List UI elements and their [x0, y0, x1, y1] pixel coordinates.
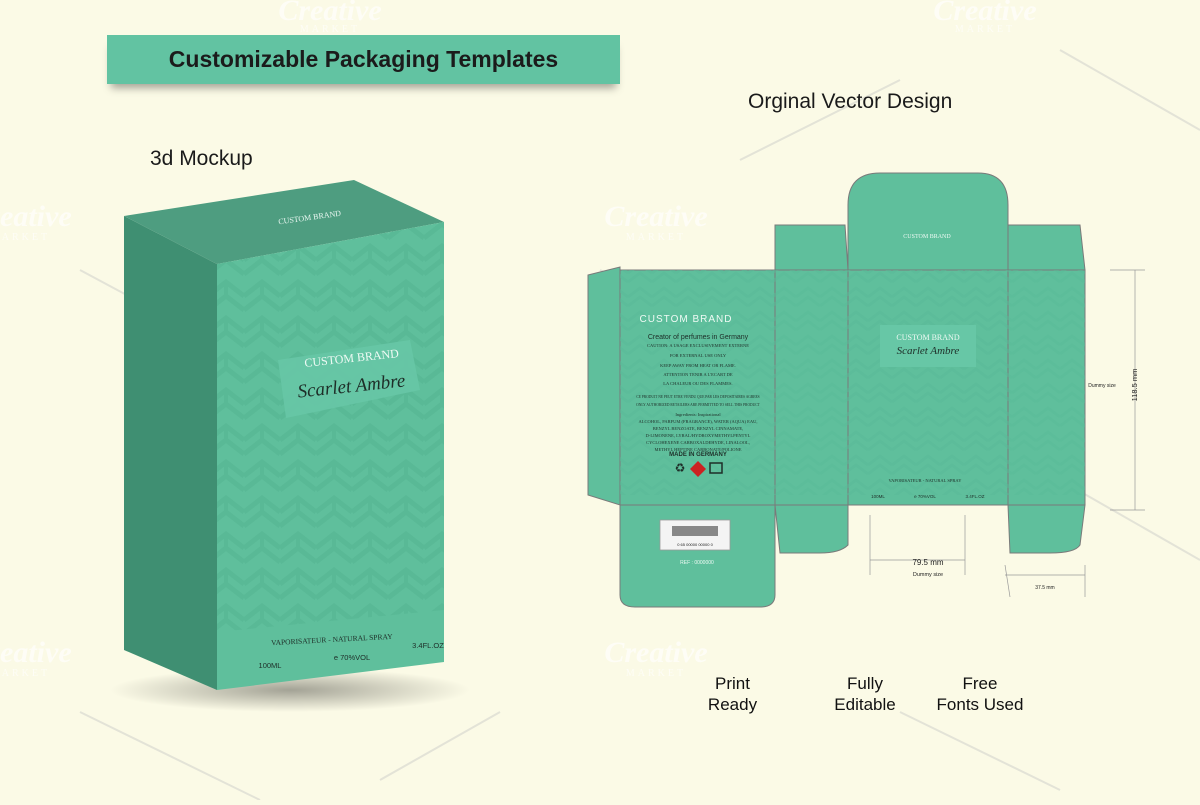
box-label-area — [278, 340, 420, 418]
watermark-text: Creative — [0, 636, 72, 669]
dieline-ingredients-line: BENZYL BENZOATE, BENZYL CINNAMATE, — [653, 426, 744, 432]
dieline-made-in: MADE IN GERMANY — [669, 452, 727, 458]
box-volume: 100ML — [259, 661, 282, 670]
mockup-label: 3d Mockup — [150, 147, 253, 170]
box-side-face — [124, 216, 217, 690]
dieline-front-pattern — [848, 270, 1008, 495]
feature-line: Editable — [834, 695, 896, 714]
dieline-caution-line: KEEP AWAY FROM HEAT OR FLAME. — [660, 363, 736, 368]
box-alcohol: e 70%VOL — [334, 653, 370, 662]
dieline-caution-line: FOR EXTERNAL USE ONLY — [670, 353, 727, 358]
dim-depth: 37.5 mm — [1035, 585, 1054, 591]
dieline: CUSTOM BRAND CUSTOM BRAND Scarlet Ambre … — [587, 172, 1145, 608]
watermark-text: Creative — [0, 200, 72, 233]
dieline-legal-line: CE PRODUIT NE PEUT ETRE VENDU QUE PAR LE… — [636, 395, 759, 399]
feature-line: Fonts Used — [936, 695, 1024, 714]
feature-line: Print — [715, 674, 750, 693]
dieline-right-dust-flap — [1007, 224, 1086, 271]
dieline-front-label-area — [880, 325, 976, 367]
dieline-bottom-flap-right — [1007, 504, 1086, 554]
dieline-ingredients-line: ALCOHOL, PARFUM (FRAGRANCE), WATER (AQUA… — [638, 419, 757, 425]
recycle-icon: ♻ — [675, 461, 686, 475]
vector-design-label: Orginal Vector Design — [748, 90, 953, 113]
watermark-sub: MARKET — [955, 24, 1015, 35]
dieline-side-pattern — [1008, 270, 1085, 495]
watermark-sub: MARKET — [300, 24, 360, 35]
box-front-pattern — [217, 222, 444, 632]
dieline-creator: Creator of perfumes in Germany — [648, 334, 749, 341]
dieline-bottom-panel — [619, 504, 776, 608]
feature-free-fonts: Free Fonts Used — [930, 673, 1030, 715]
box-top-face — [124, 180, 444, 264]
flammable-icon — [690, 461, 706, 477]
box-mockup: CUSTOM BRAND CUSTOM BRAND Scarlet Ambre … — [110, 180, 470, 712]
watermark-sub: MARKET — [0, 232, 50, 243]
feature-line: Fully — [847, 674, 883, 693]
dieline-bottom-alcohol: e 70%VOL — [914, 494, 936, 499]
watermark-text: Creative — [933, 0, 1036, 27]
dieline-glue-flap — [587, 266, 621, 506]
watermark-sub: MARKET — [626, 668, 686, 679]
dieline-back-pattern — [620, 270, 775, 495]
dieline-ingredients-line: METHYL HEPTINE CARBONATE/POLIONE — [654, 447, 741, 452]
dieline-side-pattern — [775, 270, 848, 495]
feature-line: Free — [962, 674, 998, 693]
dieline-bottom-spray: VAPORISATEUR - NATURAL SPRAY — [889, 478, 963, 483]
dieline-legal-line: ONLY AUTHORIZED RETAILERS ARE PERMITTED … — [636, 403, 760, 407]
dieline-front-product: Scarlet Ambre — [897, 345, 960, 357]
box-floz: 3.4FL.OZ — [412, 641, 444, 650]
dieline-bottom-flap-left — [774, 504, 849, 554]
dim-height-label: Dummy size — [1088, 383, 1116, 389]
dieline-caution-line: CAUTION: A USAGE EXCLUSIVEMENT EXTERNE — [647, 343, 749, 348]
dieline-symbols: ♻ — [675, 461, 723, 477]
dieline-ref: REF : 0000000 — [680, 560, 714, 566]
page-title: Customizable Packaging Templates — [168, 46, 559, 72]
dieline-top-lid — [847, 172, 1009, 271]
watermark-sub: MARKET — [0, 668, 50, 679]
dim-height: 118.5 mm — [1130, 369, 1139, 402]
barcode-digits: 0 65 00000 00000 0 — [677, 542, 713, 547]
dieline-ingredients-line: CYCLOHEXENE CARBOXALDEHYDE, LINALOOL, — [646, 440, 750, 446]
watermark-text: Creative — [278, 0, 381, 27]
dieline-caution-line: ATTENTION TENIR A L'ECART DE — [663, 372, 733, 377]
dieline-bottom-volume: 100ML — [871, 494, 885, 499]
dieline-back-brand: CUSTOM BRAND — [640, 314, 733, 325]
feature-fully-editable: Fully Editable — [820, 673, 910, 715]
dieline-left-dust-flap — [774, 224, 849, 271]
dieline-top-brand: CUSTOM BRAND — [903, 234, 951, 240]
dieline-front-brand: CUSTOM BRAND — [896, 333, 959, 342]
dim-width-label: Dummy size — [913, 572, 943, 578]
barcode-icon — [672, 526, 718, 536]
dim-width: 79.5 mm — [912, 558, 943, 567]
shelf-life-icon — [709, 462, 723, 474]
feature-line: Ready — [707, 695, 758, 714]
feature-print-ready: Print Ready — [690, 673, 775, 715]
title-banner: Customizable Packaging Templates — [107, 35, 620, 84]
dieline-bottom-floz: 3.4FL.OZ — [965, 494, 984, 499]
dieline-ingredients-line: D-LIMONENE, LYRAL/HYDROXYMETHYLPENTYL — [646, 433, 751, 439]
dieline-caution-line: LA CHALEUR OU DES FLAMMES. — [663, 381, 732, 386]
dieline-ingredients-line: Ingredients: Inspirational — [675, 412, 721, 417]
